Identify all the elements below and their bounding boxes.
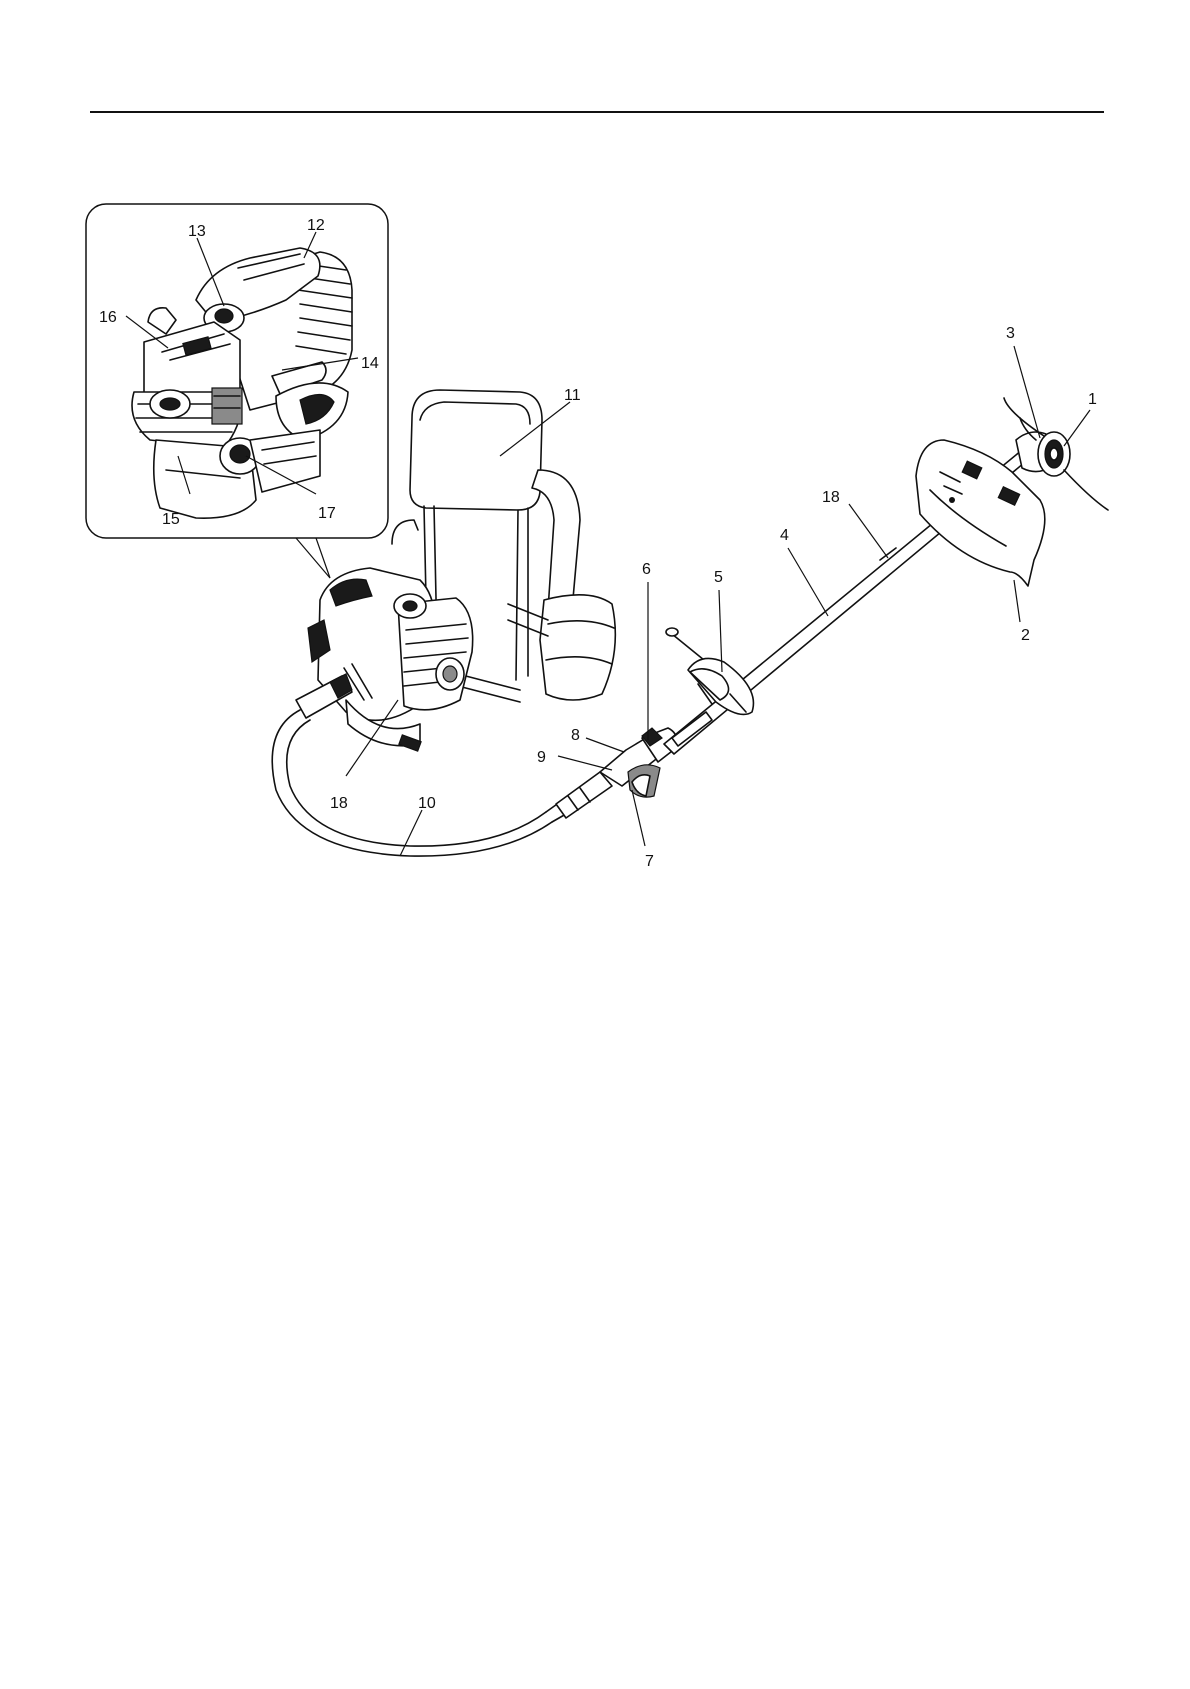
callout-18-shaft: 18: [822, 489, 840, 506]
callout-4: 4: [780, 527, 789, 544]
callout-16: 16: [99, 309, 117, 326]
callout-5: 5: [714, 569, 723, 586]
callout-18-engine: 18: [330, 795, 348, 812]
callout-8: 8: [571, 727, 580, 744]
callout-13: 13: [188, 223, 206, 240]
front-handle: [666, 628, 753, 714]
callout-14: 14: [361, 355, 379, 372]
callout-1: 1: [1088, 391, 1097, 408]
callout-15: 15: [162, 511, 180, 528]
callout-2: 2: [1021, 627, 1030, 644]
callout-12: 12: [307, 217, 325, 234]
engine-detail-inset: [86, 204, 388, 578]
callout-17: 17: [318, 505, 336, 522]
callout-10: 10: [418, 795, 436, 812]
callout-7: 7: [645, 853, 654, 870]
engine-unit: [296, 568, 473, 751]
callout-9: 9: [537, 749, 546, 766]
callout-3: 3: [1006, 325, 1015, 342]
callout-11: 11: [564, 387, 581, 404]
flexible-drive-shaft: [272, 710, 612, 856]
callout-6: 6: [642, 561, 651, 578]
